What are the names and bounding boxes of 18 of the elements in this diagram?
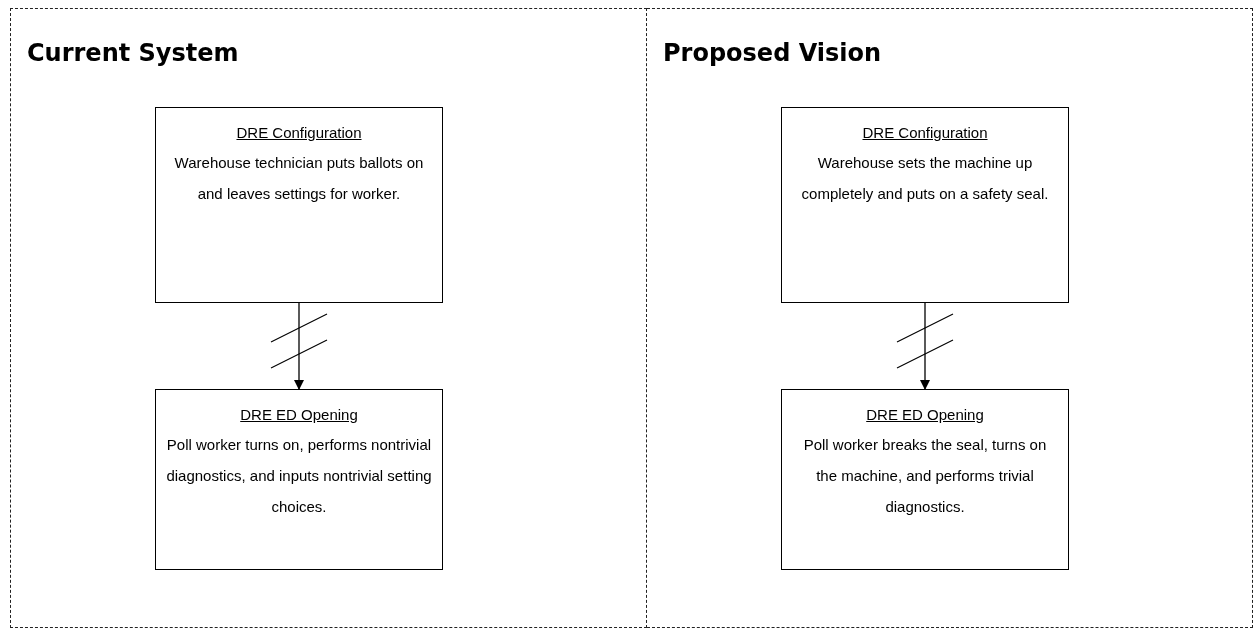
panel-title: Proposed Vision — [663, 39, 882, 67]
box-description: Poll worker breaks the seal, turns on the machine, and performs trivial diagnostics. — [802, 435, 1048, 517]
process-box — [781, 389, 1069, 570]
process-box — [781, 107, 1069, 303]
process-box — [155, 389, 443, 570]
box-heading: DRE Configuration — [862, 124, 988, 141]
arrow — [920, 302, 930, 390]
dashed-panel — [10, 8, 647, 628]
process-box — [155, 107, 443, 303]
box-heading: DRE ED Opening — [240, 406, 358, 423]
box-description: Warehouse sets the machine up completely and puts on a safety seal. — [800, 153, 1050, 204]
panel-title: Current System — [27, 39, 239, 67]
dashed-panel — [647, 8, 1253, 628]
box-description: Warehouse technician puts ballots on and leaves settings for worker. — [173, 153, 425, 204]
box-description: Poll worker turns on, performs nontrivial diagnostics, and inputs nontrivial setting choices. — [166, 435, 432, 517]
box-heading: DRE ED Opening — [866, 406, 984, 423]
arrow — [294, 302, 304, 390]
box-heading: DRE Configuration — [236, 124, 362, 141]
